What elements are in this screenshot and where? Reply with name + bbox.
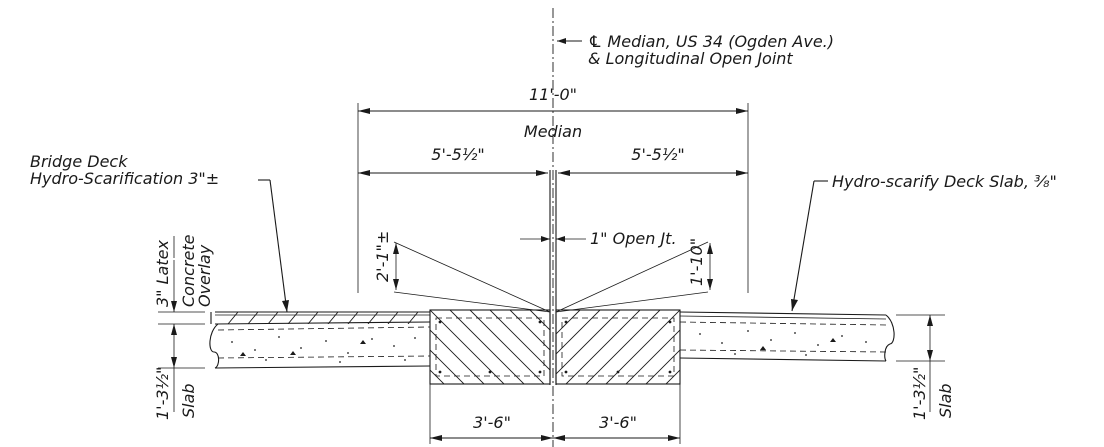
- right-replacement-block: [555, 309, 681, 385]
- median-label: Median: [524, 122, 582, 141]
- overall-width-label: 11'-0": [529, 85, 577, 104]
- overlay-thickness-label: 3" Latex: [153, 240, 172, 307]
- left-slab-thickness-label: 1'-3½": [153, 367, 172, 420]
- dim-arrow-icon: [668, 435, 680, 441]
- dim-arrow-icon: [707, 243, 713, 254]
- left-thickness-dimensions: [158, 236, 205, 412]
- bottom-right-width-label: 3'-6": [599, 413, 637, 432]
- right-slab-label: Slab: [936, 383, 955, 418]
- right-deck-slab: [679, 311, 895, 362]
- left-replacement-block: [429, 309, 551, 385]
- dim-arrow-icon: [393, 279, 399, 290]
- removal-line-right-upper: [555, 241, 709, 313]
- dim-arrow-icon: [736, 170, 748, 176]
- bridge-deck-leader: [269, 179, 288, 313]
- dim-arrow-icon: [393, 243, 399, 254]
- leader-arrow-icon: [791, 299, 798, 311]
- removal-line-left-upper: [393, 241, 551, 313]
- hydro-scarify-leader: [791, 180, 815, 312]
- dim-arrow-icon: [536, 170, 548, 176]
- dim-arrow-icon: [736, 108, 748, 114]
- dim-arrow-icon: [358, 108, 370, 114]
- dim-arrow-icon: [556, 236, 565, 242]
- dim-arrow-icon: [430, 435, 442, 441]
- dim-arrow-icon: [541, 236, 550, 242]
- left-vertical-label: 2'-1"±: [373, 231, 392, 282]
- right-thickness-dimensions: [896, 314, 945, 412]
- open-joint-label: 1" Open Jt.: [590, 229, 677, 248]
- leader-arrow-icon: [282, 300, 289, 312]
- removal-line-right-lower: [555, 291, 709, 313]
- bottom-left-width-label: 3'-6": [473, 413, 511, 432]
- left-deck-slab: [209, 311, 431, 369]
- right-slab-thickness-label: 1'-3½": [910, 367, 929, 420]
- centerline-callout-line1: ℄ Median, US 34 (Ogden Ave.): [588, 32, 834, 51]
- centerline-leader-arrow-icon: [557, 38, 566, 44]
- bridge-deck-label-line1: Bridge Deck: [30, 152, 128, 171]
- right-half-width-label: 5'-5½": [631, 145, 684, 164]
- hydro-scarify-label: Hydro-scarify Deck Slab, ³⁄₈": [832, 172, 1057, 191]
- overlay-label-line1: Concrete: [179, 234, 198, 307]
- bridge-deck-label-line2: Hydro-Scarification 3"±: [30, 169, 219, 188]
- dim-arrow-icon: [541, 435, 553, 441]
- right-vertical-label: 1'-10": [687, 238, 706, 286]
- dim-arrow-icon: [558, 170, 570, 176]
- dim-arrow-icon: [553, 435, 565, 441]
- dim-arrow-icon: [707, 279, 713, 290]
- dim-arrow-icon: [358, 170, 370, 176]
- left-half-width-label: 5'-5½": [431, 145, 484, 164]
- centerline-callout-line2: & Longitudinal Open Joint: [588, 49, 793, 68]
- overlay-label-line2: Overlay: [195, 244, 214, 307]
- removal-line-left-lower: [393, 291, 551, 313]
- left-slab-label: Slab: [179, 383, 198, 418]
